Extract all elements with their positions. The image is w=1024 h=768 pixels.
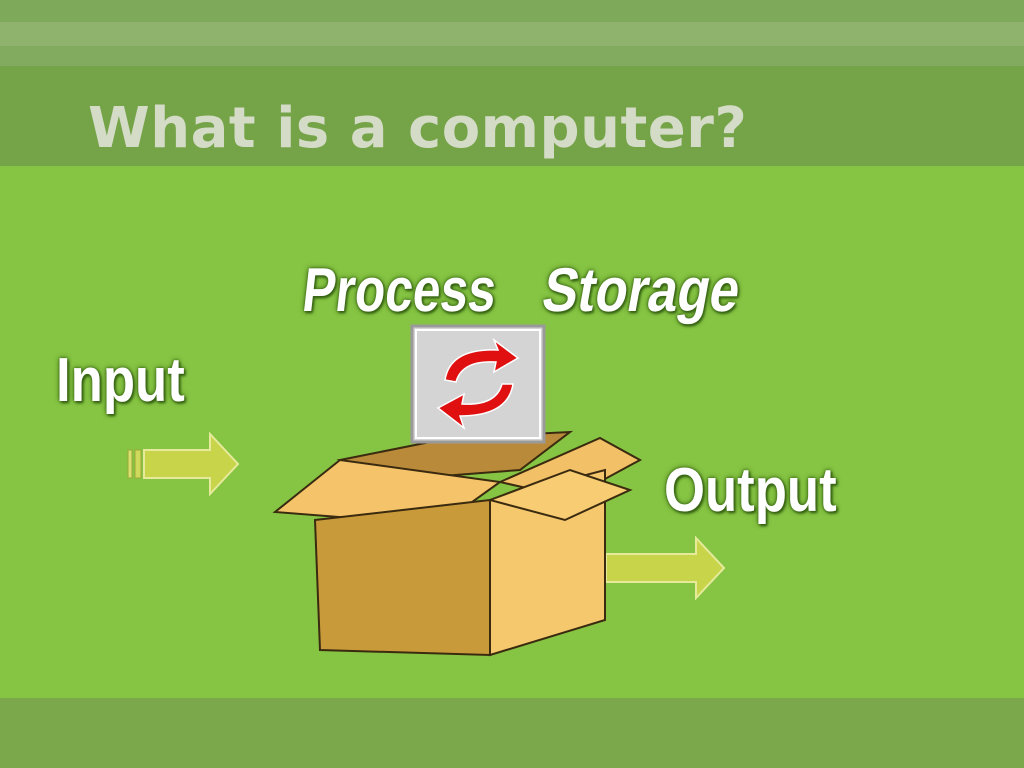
input-label: Input <box>56 346 185 415</box>
process-label: Process <box>299 256 500 325</box>
output-arrow-icon <box>605 536 726 600</box>
output-label: Output <box>664 456 837 525</box>
header-stripe <box>0 46 1024 66</box>
header-stripe <box>0 22 1024 46</box>
refresh-cycle-icon <box>410 324 546 444</box>
header-stripe <box>0 0 1024 22</box>
storage-label: Storage <box>537 256 747 325</box>
input-arrow-icon <box>127 432 240 496</box>
slide-title: What is a computer? <box>88 96 748 161</box>
cardboard-box-icon <box>272 324 643 657</box>
